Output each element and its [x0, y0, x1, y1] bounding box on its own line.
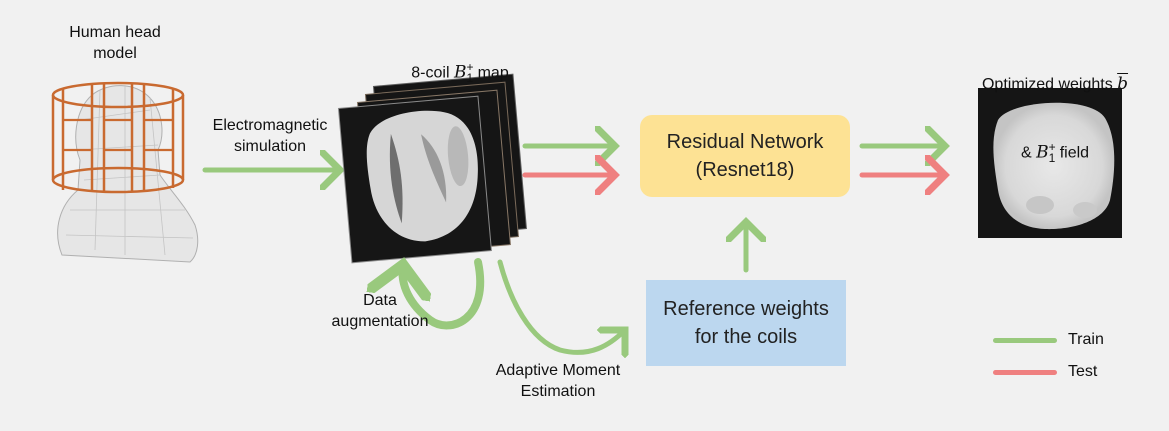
output-subscript: 1 — [1048, 150, 1056, 165]
resnet-subtitle: (Resnet18) — [695, 159, 795, 181]
resnet-title: Residual Network — [666, 131, 824, 153]
coil-map-stack-icon — [337, 73, 527, 264]
coil-map-symbol: B — [453, 62, 467, 83]
output-label: Optimized weights b & B+1 field — [955, 32, 1155, 190]
legend-train-swatch — [993, 338, 1057, 343]
legend-test-label: Test — [1068, 363, 1098, 380]
legend-test-swatch — [993, 370, 1057, 375]
adam-arrow — [497, 259, 625, 352]
legend-train-label: Train — [1068, 331, 1104, 348]
reference-line2: for the coils — [694, 326, 798, 348]
augmentation-arrow — [402, 262, 484, 330]
resnet-box: Residual Network (Resnet18) — [640, 115, 850, 197]
output-field-symbol: B — [1036, 142, 1049, 163]
output-line2-suffix: field — [1055, 144, 1090, 162]
output-superscript: + — [1048, 140, 1056, 154]
coil-map-superscript: + — [466, 60, 474, 74]
output-field-map-icon — [978, 88, 1122, 238]
coil-map-suffix: map — [473, 64, 509, 82]
coil-map-subscript: 1 — [466, 70, 474, 85]
coil-map-prefix: 8-coil — [411, 64, 454, 82]
augmentation-label: Data augmentation — [331, 292, 429, 330]
reference-line1: Reference weights — [663, 298, 829, 320]
adam-label: Adaptive Moment Estimation — [495, 362, 621, 400]
output-b-symbol: b — [1117, 74, 1129, 94]
output-line2-prefix: & — [1020, 144, 1037, 162]
head-model-icon — [51, 81, 199, 263]
head-model-label: Human head model — [69, 24, 161, 62]
coil-map-label: 8-coil B+1 map — [380, 36, 540, 89]
output-line1-text: Optimized weights — [981, 76, 1118, 93]
simulation-label: Electromagnetic simulation — [212, 117, 328, 155]
reference-box: Reference weights for the coils — [646, 280, 846, 366]
